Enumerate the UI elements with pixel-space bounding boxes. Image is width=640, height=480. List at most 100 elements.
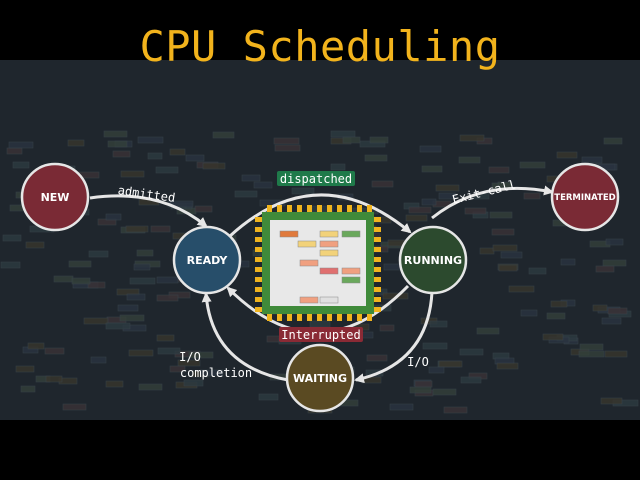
background-block	[409, 386, 432, 394]
background-block	[67, 139, 85, 147]
background-block	[128, 349, 154, 357]
background-block	[12, 161, 30, 169]
background-block	[579, 343, 604, 351]
background-block	[408, 206, 432, 214]
background-block	[87, 281, 106, 289]
label-io: I/O	[407, 355, 429, 369]
state-waiting-label: WAITING	[293, 372, 347, 385]
background-block	[117, 304, 139, 312]
edge-exit-call	[431, 185, 554, 220]
background-block	[241, 174, 261, 182]
background-block	[137, 136, 164, 144]
background-block	[90, 356, 107, 364]
background-block	[125, 225, 149, 233]
label-admitted: admitted	[117, 183, 176, 205]
background-block	[492, 244, 518, 252]
background-block	[421, 198, 437, 206]
process-state-diagram: NEW READY RUNNING WAITING TERMINATED adm…	[20, 162, 620, 413]
background-block	[500, 251, 523, 259]
background-block	[528, 267, 547, 275]
background-block	[523, 192, 541, 200]
background-block	[443, 406, 468, 414]
background-block	[371, 180, 394, 188]
background-block	[508, 285, 535, 293]
background-block	[112, 150, 131, 158]
background-block	[342, 136, 361, 144]
background-block	[603, 137, 623, 145]
background-block	[389, 403, 414, 411]
background-block	[27, 342, 45, 350]
background-block	[578, 350, 605, 358]
background-block	[169, 148, 186, 156]
background-block	[379, 324, 395, 332]
state-new-label: NEW	[41, 191, 70, 204]
background-block	[258, 393, 279, 401]
background-block	[253, 181, 273, 189]
background-block	[600, 397, 623, 405]
background-block	[421, 165, 443, 173]
background-block	[183, 379, 204, 387]
interrupted-badge	[279, 327, 363, 342]
background-block	[550, 300, 568, 308]
state-ready: READY	[172, 225, 242, 295]
background-block	[138, 383, 163, 391]
background-block	[366, 354, 388, 362]
background-block	[438, 360, 463, 368]
background-block	[519, 161, 546, 169]
label-dispatched: dispatched	[280, 172, 352, 186]
background-block	[62, 403, 87, 411]
background-block	[83, 317, 109, 325]
background-block	[429, 320, 448, 328]
background-block	[428, 366, 445, 374]
page-title: CPU Scheduling	[139, 22, 501, 71]
background-block	[595, 265, 615, 273]
background-block	[520, 309, 538, 317]
edge-io	[354, 291, 434, 384]
background-block	[157, 347, 181, 355]
background-block	[542, 333, 564, 341]
background-block	[422, 342, 448, 350]
background-block	[476, 327, 500, 335]
background-block	[147, 152, 163, 160]
state-terminated: TERMINATED	[550, 162, 620, 232]
dispatched-badge	[277, 171, 355, 186]
background-block	[489, 211, 513, 219]
label-io-completion-line1: I/O	[179, 350, 201, 364]
background-block	[105, 213, 122, 221]
background-block	[291, 187, 315, 195]
background-block	[274, 144, 301, 152]
background-block	[496, 362, 519, 370]
background-block	[432, 388, 457, 396]
background-block	[20, 385, 36, 393]
background-block	[498, 264, 518, 272]
background-block	[105, 322, 131, 330]
background-block	[136, 249, 154, 257]
background-block	[273, 137, 300, 145]
state-waiting: WAITING	[285, 343, 355, 413]
background-block	[44, 347, 65, 355]
background-block	[107, 140, 128, 148]
background-block	[560, 258, 576, 266]
background-block	[602, 259, 627, 267]
background-block	[156, 334, 175, 342]
background-block	[364, 154, 388, 162]
state-ready-label: READY	[187, 254, 229, 267]
background-block	[459, 134, 485, 142]
background-block	[133, 263, 151, 271]
background-block	[71, 277, 91, 285]
background-block	[156, 294, 179, 302]
background-block	[68, 260, 92, 268]
state-running-label: RUNNING	[404, 254, 462, 267]
background-block	[199, 369, 224, 377]
background-block	[212, 131, 235, 139]
state-running: RUNNING	[398, 225, 468, 295]
background-block	[601, 317, 622, 325]
background-block	[234, 190, 258, 198]
background-block	[8, 141, 34, 149]
edge-dispatched	[228, 193, 412, 238]
background-block	[460, 376, 482, 384]
background-block	[438, 192, 457, 200]
background-block	[202, 162, 226, 170]
label-exit-call: Exit-call	[451, 177, 517, 206]
